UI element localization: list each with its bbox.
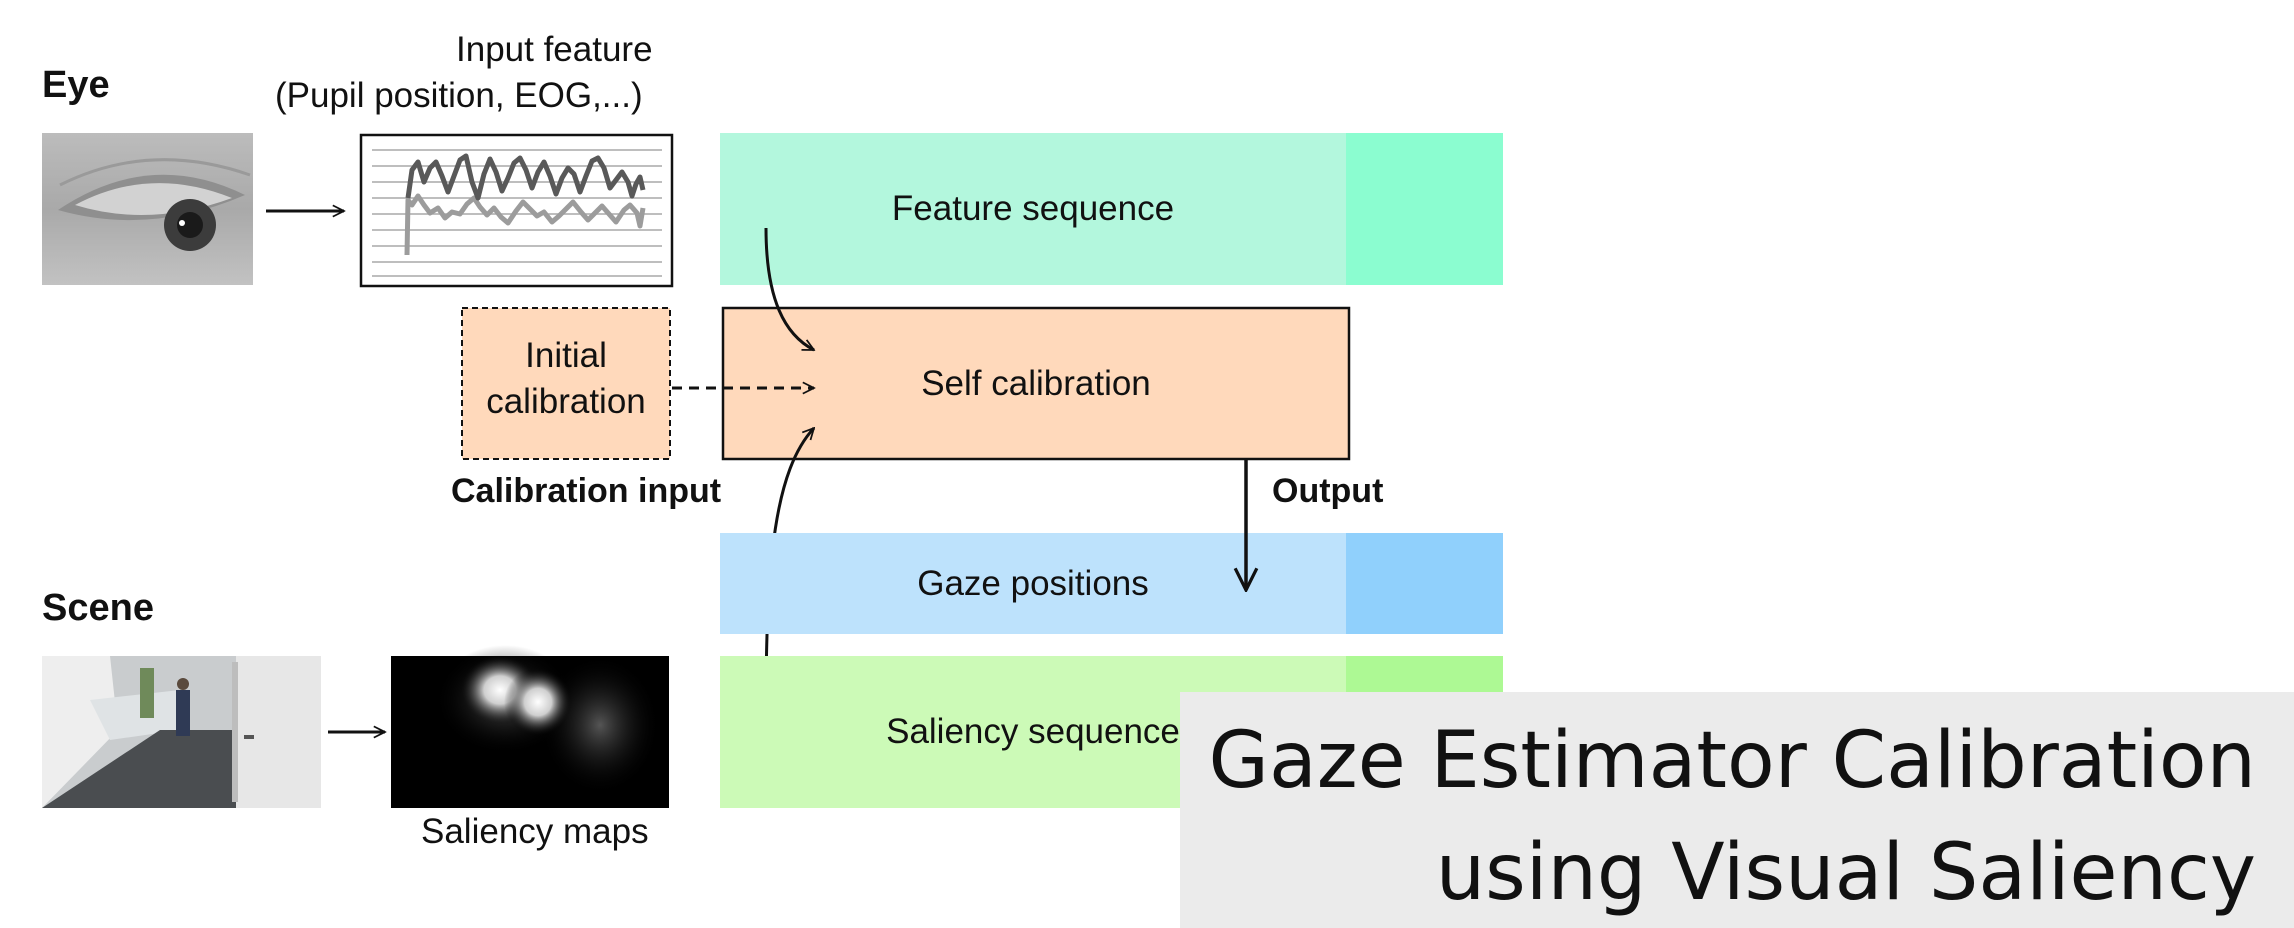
self-calibration-label: Self calibration: [921, 363, 1151, 403]
eye-section-label: Eye: [42, 64, 110, 106]
input-feature-label-line1: Input feature: [456, 30, 653, 69]
initial-calibration-box: [461, 307, 671, 460]
title-line1: Gaze Estimator Calibration: [1208, 716, 2256, 806]
title-line2: using Visual Saliency: [1435, 828, 2256, 918]
scene-section-label: Scene: [42, 587, 154, 629]
saliency-maps-label: Saliency maps: [421, 812, 649, 851]
saliency-map-image: [391, 645, 669, 808]
title-overlay: Gaze Estimator Calibration using Visual …: [1180, 692, 2294, 928]
saliency-to-self-arrow: [764, 428, 814, 711]
input-feature-label-line2: (Pupil position, EOG,...): [275, 76, 643, 115]
gaze-positions-band-end: [1346, 533, 1503, 634]
feature-to-self-arrow: [764, 227, 814, 352]
feature-sequence-band-end: [1346, 133, 1503, 285]
output-label: Output: [1272, 472, 1384, 510]
scene-image: [42, 656, 321, 808]
calibration-input-label: Calibration input: [451, 472, 722, 510]
feature-plot: [359, 133, 674, 288]
feature-sequence-band: [720, 133, 1346, 285]
feature-sequence-label: Feature sequence: [891, 189, 1175, 228]
initial-calibration-label-line1: Initial: [525, 336, 607, 375]
gaze-positions-label: Gaze positions: [917, 563, 1149, 603]
self-calibration-box: [721, 306, 1351, 461]
saliency-sequence-label: Saliency sequence: [886, 712, 1180, 751]
eye-image: [42, 133, 253, 285]
initial-calibration-label-line2: calibration: [486, 382, 646, 421]
